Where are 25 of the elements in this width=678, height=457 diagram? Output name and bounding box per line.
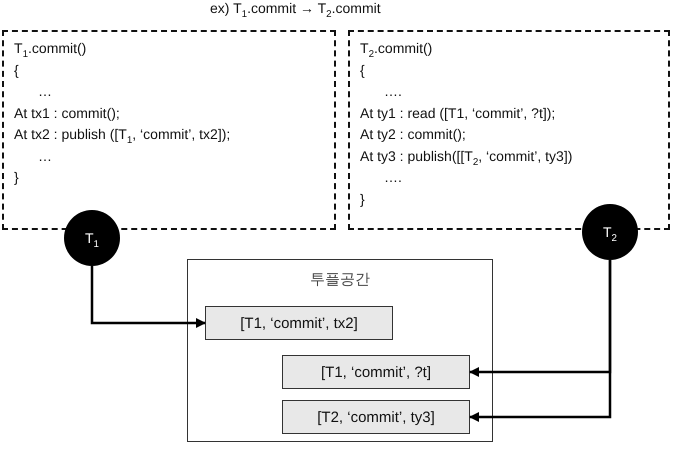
tuple-space-container — [187, 259, 493, 442]
code-line: At ty1 : read ([T1, ‘commit’, ?t]); — [360, 104, 556, 123]
process-circle: T$_{1}$ — [64, 210, 120, 266]
code-line: { — [14, 60, 19, 80]
code-line: … — [37, 82, 52, 101]
code-line: …. — [383, 82, 402, 101]
title: ex) T$_{1}$.commit → T$_{2}$.commit — [210, 0, 381, 16]
tuple-box: [T1, ‘commit’, tx2] — [205, 306, 393, 340]
code-line: …. — [383, 168, 402, 187]
code-line: { — [360, 60, 365, 80]
code-line: } — [360, 190, 365, 209]
code-line: T$_{1}$.commit() — [14, 39, 86, 60]
code-line: … — [37, 146, 52, 166]
tuple-box: [T1, ‘commit’, ?t] — [282, 355, 470, 389]
code-line: At ty3 : publish([[T$_{2}$, ‘commit’, ty3]) — [360, 146, 572, 167]
code-line: At ty2 : commit(); — [360, 125, 466, 144]
arrow — [90, 266, 206, 328]
code-line: At tx1 : commit(); — [14, 104, 120, 123]
tuple-box: [T2, ‘commit’, ty3] — [282, 400, 470, 434]
container-heading: 투플공간 — [309, 270, 371, 289]
code-line: } — [14, 168, 19, 187]
code-line: T$_{2}$.commit() — [360, 39, 432, 60]
code-line: At tx2 : publish ([T$_{1}$, ‘commit’, tx2]); — [14, 125, 230, 146]
process-circle: T$_{2}$ — [582, 204, 638, 260]
arrow — [469, 260, 612, 422]
